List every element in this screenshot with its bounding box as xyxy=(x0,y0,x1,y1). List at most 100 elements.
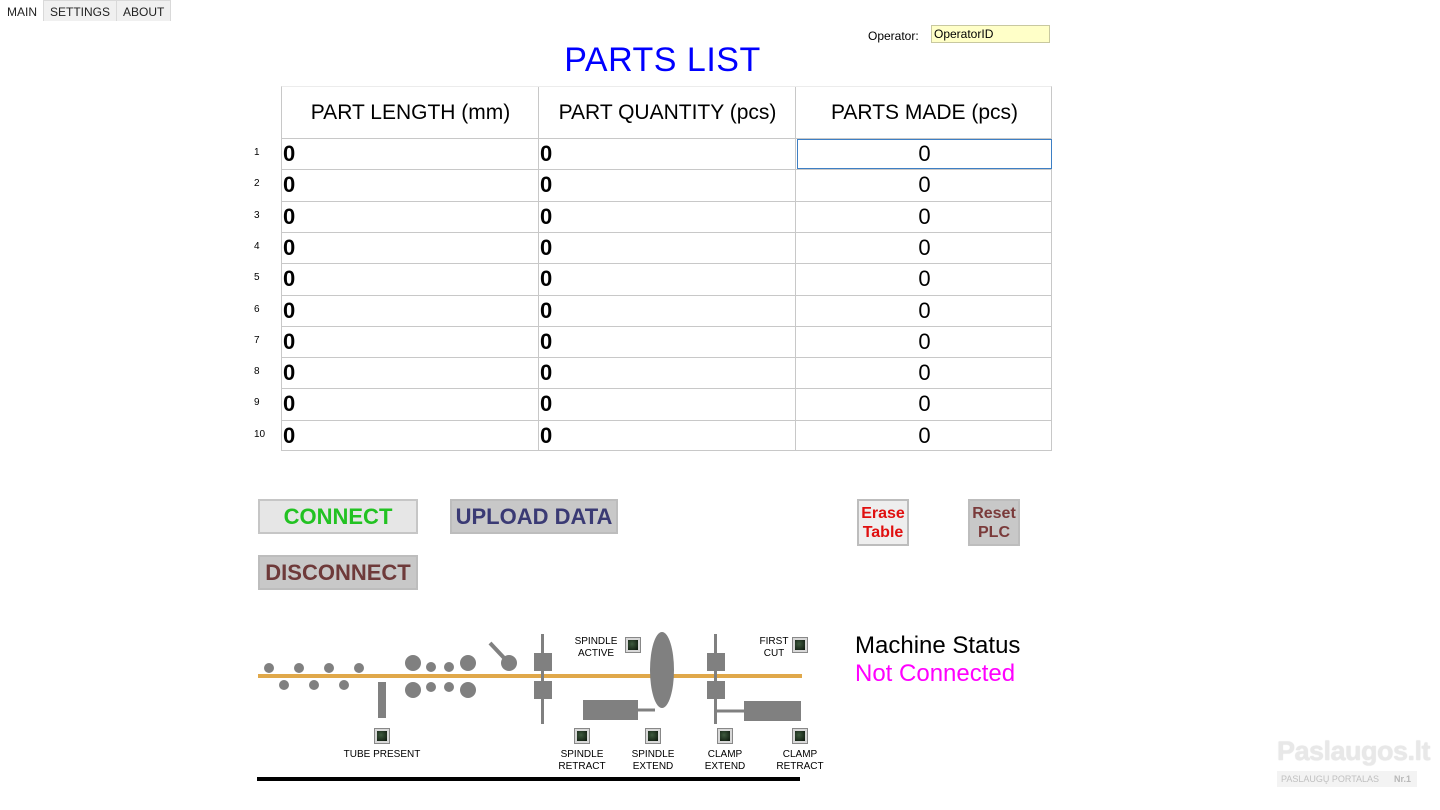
clamp-retract-led xyxy=(792,728,808,744)
machine-schematic xyxy=(257,632,802,781)
machine-status-title: Machine Status xyxy=(855,632,1021,659)
machine-base-line xyxy=(257,777,800,781)
part-quantity-cell[interactable]: 0 xyxy=(540,203,553,229)
table-row: 0 0 0 xyxy=(282,138,1052,169)
spindle-post xyxy=(541,634,544,724)
spindle-slide xyxy=(583,700,638,720)
clamp-post xyxy=(714,634,717,724)
row-number: 2 xyxy=(254,178,260,190)
part-length-cell[interactable]: 0 xyxy=(283,422,296,448)
row-number: 7 xyxy=(254,334,260,346)
part-length-cell[interactable]: 0 xyxy=(283,141,296,166)
part-length-cell[interactable]: 0 xyxy=(283,328,296,354)
row-number: 8 xyxy=(254,366,260,378)
clamp-slide xyxy=(744,701,801,721)
erase-table-label-line2: Table xyxy=(862,523,904,541)
clamp-extend-led xyxy=(717,728,733,744)
spindle-retract-label-line2: RETRACT xyxy=(558,761,606,772)
parts-made-cell[interactable]: 0 xyxy=(918,234,931,260)
saw-blade xyxy=(650,632,674,708)
watermark-sub-label: PASLAUGŲ PORTALAS xyxy=(1281,774,1380,784)
spindle-active-label-line1: SPINDLE xyxy=(574,636,618,647)
tab-about[interactable]: ABOUT xyxy=(116,0,172,21)
lever-knob xyxy=(501,655,517,671)
table-row: 0 0 0 xyxy=(282,169,1052,200)
parts-made-cell[interactable]: 0 xyxy=(918,266,931,292)
clamp-extend-label-line1: CLAMP xyxy=(707,749,743,760)
clamp-extend-label: CLAMP EXTEND xyxy=(695,749,755,773)
column-divider xyxy=(795,87,796,451)
tab-main[interactable]: MAIN xyxy=(0,0,44,21)
table-row: 0 0 0 xyxy=(282,200,1052,232)
part-length-cell[interactable]: 0 xyxy=(283,391,296,417)
part-quantity-cell[interactable]: 0 xyxy=(540,172,553,198)
part-quantity-cell[interactable]: 0 xyxy=(540,297,553,323)
table-row: 0 0 0 xyxy=(282,231,1052,263)
table-row: 0 0 0 xyxy=(282,325,1052,357)
spindle-extend-label-line2: EXTEND xyxy=(632,761,674,772)
first-cut-label-line2: CUT xyxy=(763,648,785,659)
table-row: 0 0 0 xyxy=(282,294,1052,326)
parts-made-cell[interactable]: 0 xyxy=(918,203,931,229)
column-header-part-quantity: PART QUANTITY (pcs) xyxy=(558,100,777,124)
spindle-active-led xyxy=(625,637,641,653)
clamp-retract-label: CLAMP RETRACT xyxy=(770,749,830,773)
clamp-block-top xyxy=(707,653,725,671)
parts-made-cell[interactable]: 0 xyxy=(918,172,931,198)
part-quantity-cell[interactable]: 0 xyxy=(540,234,553,260)
reset-plc-label-line1: Reset xyxy=(972,504,1016,522)
spindle-extend-led xyxy=(645,728,661,744)
part-quantity-cell[interactable]: 0 xyxy=(540,422,553,448)
first-cut-label: FIRST CUT xyxy=(750,636,798,660)
first-cut-label-line1: FIRST xyxy=(759,636,789,647)
erase-table-button[interactable]: Erase Table xyxy=(857,499,909,546)
spindle-active-label-line2: ACTIVE xyxy=(577,648,615,659)
part-length-cell[interactable]: 0 xyxy=(283,234,296,260)
clamp-block-bottom xyxy=(707,681,725,699)
part-quantity-cell[interactable]: 0 xyxy=(540,328,553,354)
tab-settings[interactable]: SETTINGS xyxy=(43,0,118,21)
parts-made-cell[interactable]: 0 xyxy=(918,391,931,417)
part-quantity-cell[interactable]: 0 xyxy=(540,141,553,166)
watermark-subtext: PASLAUGŲ PORTALAS Nr.1 xyxy=(1277,771,1417,787)
part-length-cell[interactable]: 0 xyxy=(283,172,296,198)
disconnect-button[interactable]: DISCONNECT xyxy=(258,555,418,590)
spindle-retract-label-line1: SPINDLE xyxy=(560,749,604,760)
column-divider xyxy=(538,87,539,451)
row-number: 1 xyxy=(254,147,260,158)
row-number: 6 xyxy=(254,303,260,315)
upload-data-button[interactable]: UPLOAD DATA xyxy=(450,499,618,534)
watermark-logo: Paslaugos.lt PASLAUGŲ PORTALAS Nr.1 xyxy=(1273,736,1431,788)
operator-input[interactable] xyxy=(931,25,1050,43)
part-length-cell[interactable]: 0 xyxy=(283,297,296,323)
row-number: 9 xyxy=(254,397,260,409)
part-quantity-cell[interactable]: 0 xyxy=(540,391,553,417)
tab-bar: MAIN SETTINGS ABOUT xyxy=(0,0,172,21)
parts-made-cell[interactable]: 0 xyxy=(918,422,931,448)
part-quantity-cell[interactable]: 0 xyxy=(540,360,553,386)
row-number: 4 xyxy=(254,240,260,252)
clamp-retract-label-line1: CLAMP xyxy=(782,749,818,760)
spindle-extend-label-line1: SPINDLE xyxy=(631,749,675,760)
parts-made-cell[interactable]: 0 xyxy=(797,139,1052,169)
parts-made-cell[interactable]: 0 xyxy=(918,328,931,354)
watermark-text: Paslaugos.lt xyxy=(1277,736,1431,766)
connect-button[interactable]: CONNECT xyxy=(258,499,418,534)
parts-made-cell[interactable]: 0 xyxy=(918,297,931,323)
table-row: 0 0 0 xyxy=(282,263,1052,294)
spindle-block-top xyxy=(534,653,552,671)
spindle-active-label: SPINDLE ACTIVE xyxy=(568,636,624,660)
part-length-cell[interactable]: 0 xyxy=(283,266,296,292)
part-quantity-cell[interactable]: 0 xyxy=(540,266,553,292)
reset-plc-button[interactable]: Reset PLC xyxy=(968,499,1020,546)
reset-plc-label-line2: PLC xyxy=(978,523,1010,541)
spindle-extend-label: SPINDLE EXTEND xyxy=(623,749,683,773)
first-cut-led xyxy=(792,637,808,653)
part-length-cell[interactable]: 0 xyxy=(283,360,296,386)
parts-table: PART LENGTH (mm) PART QUANTITY (pcs) PAR… xyxy=(281,86,1052,451)
row-number: 3 xyxy=(254,209,260,221)
part-length-cell[interactable]: 0 xyxy=(283,203,296,229)
parts-made-cell[interactable]: 0 xyxy=(918,360,931,386)
row-number: 10 xyxy=(254,428,266,440)
row-number: 5 xyxy=(254,272,260,284)
